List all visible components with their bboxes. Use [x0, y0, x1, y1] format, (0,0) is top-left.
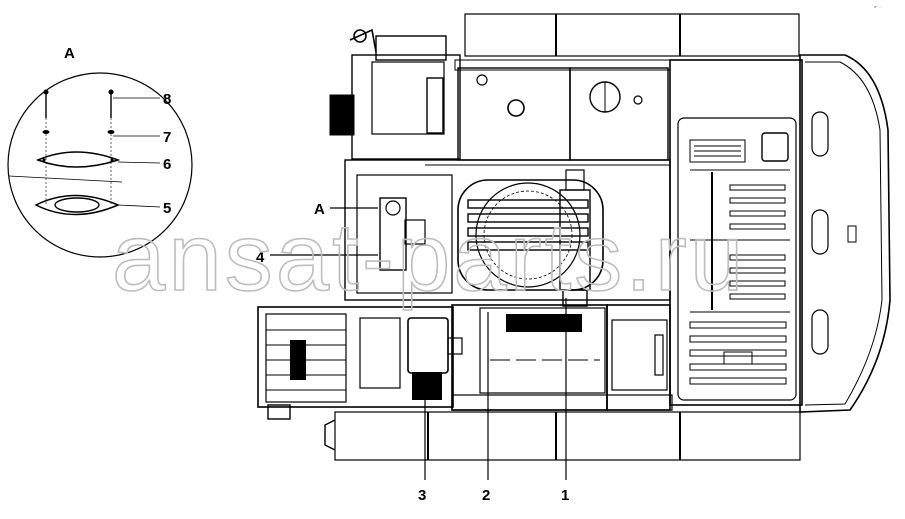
mirror: [329, 94, 355, 136]
callout-5: 5: [163, 200, 171, 217]
filter-assembly: [407, 317, 449, 374]
callout-4: 4: [256, 249, 265, 266]
swing-bearing: [475, 182, 581, 288]
callout-8: 8: [163, 91, 171, 108]
gasket-part-6: [36, 151, 121, 168]
hydraulic-tank: [569, 67, 669, 161]
pump-label-plate: [506, 314, 582, 332]
counterweight: [799, 54, 891, 413]
battery-box: [257, 306, 454, 408]
control-valve: [467, 169, 591, 307]
callout-1: 1: [561, 487, 569, 504]
detail-circle: [7, 72, 193, 258]
filter-element: [412, 372, 442, 400]
fuel-tank: [457, 67, 571, 161]
upper-structure: [257, 13, 891, 461]
callout-3: 3: [418, 487, 426, 504]
callout-7: 7: [163, 129, 171, 146]
detail-title: A: [64, 45, 75, 62]
watermark: ansat-parts.ru: [112, 204, 746, 311]
corner-mark: a* ...: [874, 4, 882, 9]
bottom-walkway-plate: [334, 411, 801, 461]
view-marker-a: A: [314, 201, 325, 218]
detail-a-view: A: [7, 45, 193, 258]
radiator-grille: [689, 139, 790, 385]
top-walkway-plate: [464, 13, 800, 57]
callout-leaders: [270, 207, 567, 480]
boom-foot: [356, 174, 453, 294]
callout-6: 6: [163, 156, 171, 173]
callout-2: 2: [482, 487, 490, 504]
